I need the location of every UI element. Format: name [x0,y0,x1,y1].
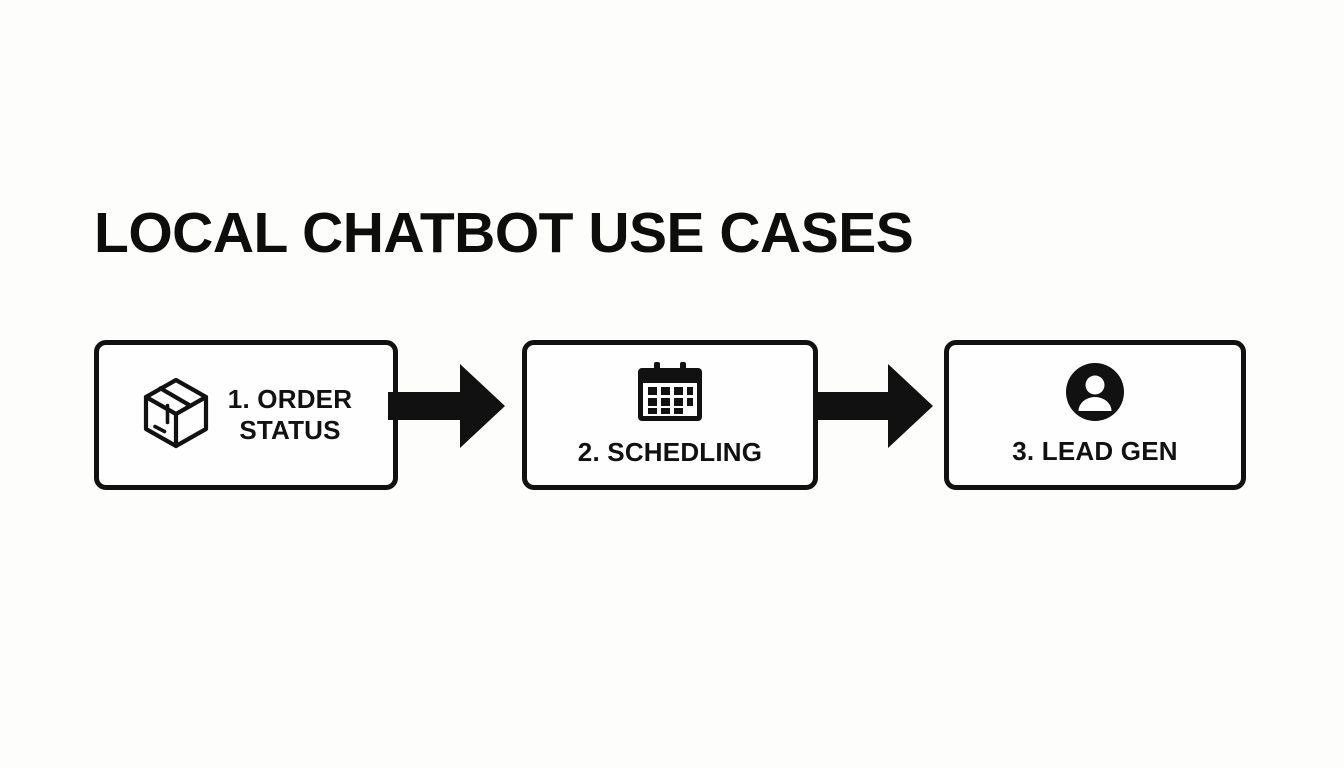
step-content: 3. LEAD GEN [1012,363,1178,467]
calendar-icon [638,362,702,427]
person-account-icon [1065,363,1124,426]
step-card-order-status[interactable]: 1. ORDER STATUS [94,340,398,490]
arrow-right-icon-1 [388,362,506,450]
step-label-lead-gen: 3. LEAD GEN [1012,436,1178,466]
step-card-lead-gen[interactable]: 3. LEAD GEN [944,340,1246,490]
page-title: LOCAL CHATBOT USE CASES [94,201,914,265]
step-content: 1. ORDER STATUS [140,376,352,455]
step-label-order-status: 1. ORDER STATUS [227,384,353,445]
step-card-scheduling[interactable]: 2. SCHEDLING [522,340,818,490]
process-flow: 1. ORDER STATUS [0,340,1344,492]
step-content: 2. SCHEDLING [578,362,762,468]
arrow-right-icon-2 [816,362,934,450]
package-box-icon [140,376,212,455]
step-label-scheduling: 2. SCHEDLING [577,437,763,467]
